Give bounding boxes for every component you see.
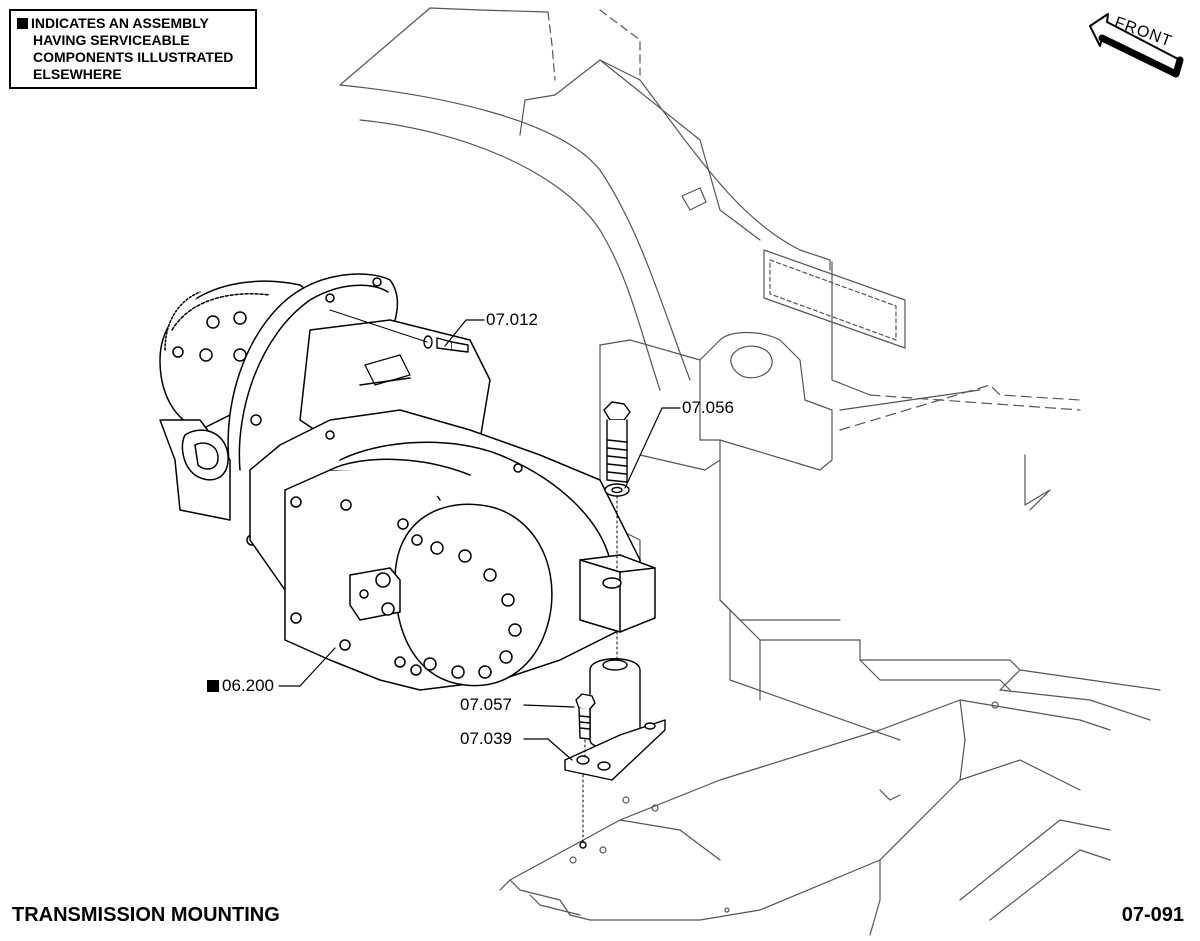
page-number: 07-091 bbox=[1121, 904, 1184, 926]
legend-line-2: HAVING SERVICEABLE bbox=[33, 32, 190, 48]
legend-line-4: ELSEWHERE bbox=[33, 66, 122, 82]
assembly-legend: INDICATES AN ASSEMBLY HAVING SERVICEABLE… bbox=[9, 9, 257, 89]
front-arrow-icon bbox=[1089, 13, 1184, 78]
callout-07-039: 07.039 bbox=[460, 729, 512, 748]
legend-line-3: COMPONENTS ILLUSTRATED bbox=[33, 49, 234, 65]
callout-07-012: 07.012 bbox=[486, 310, 538, 329]
assembly-marker-icon bbox=[17, 18, 28, 29]
callout-06-200: 06.200 bbox=[207, 676, 274, 696]
legend-line-1: INDICATES AN ASSEMBLY bbox=[31, 15, 209, 31]
callout-07-057: 07.057 bbox=[460, 695, 512, 714]
callout-07-056: 07.056 bbox=[682, 398, 734, 417]
chassis-frame bbox=[339, 7, 1161, 936]
transmission-assembly bbox=[159, 273, 656, 691]
leader-lines bbox=[278, 319, 681, 761]
fasteners bbox=[329, 309, 666, 849]
page-title: TRANSMISSION MOUNTING bbox=[12, 904, 280, 926]
assembly-marker-icon bbox=[207, 680, 219, 692]
